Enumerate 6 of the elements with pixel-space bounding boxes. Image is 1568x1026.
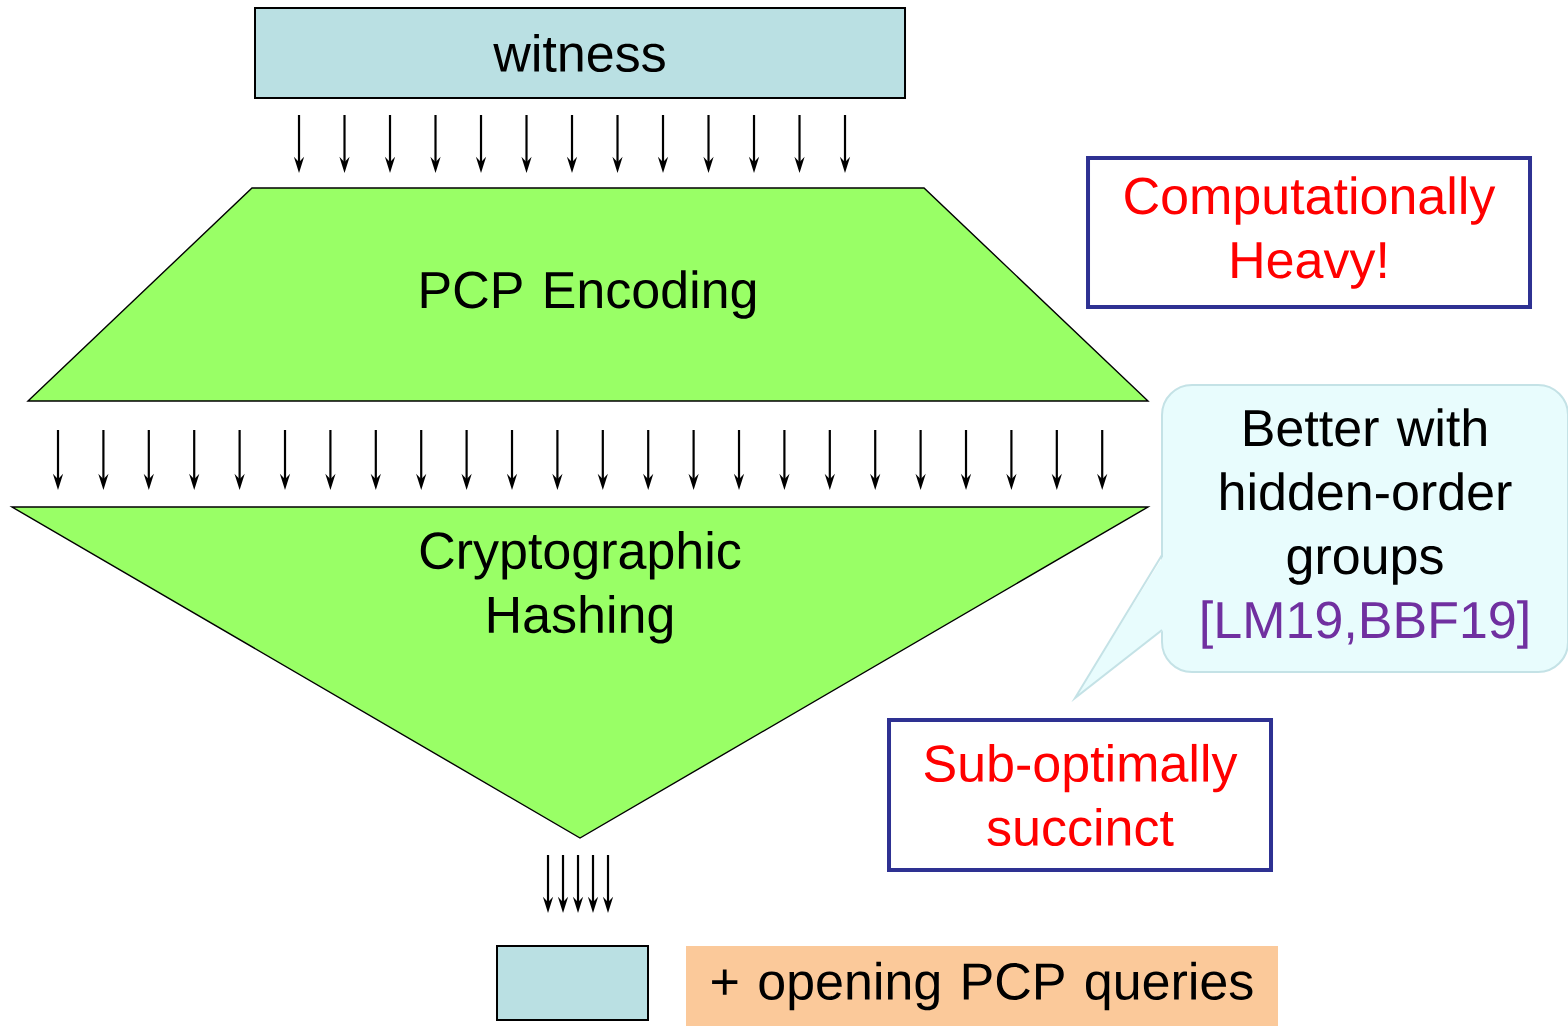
process-box [496, 945, 649, 1021]
speech-bubble: Better with hidden-order groups [LM19,BBF19] [1071, 384, 1568, 703]
note-box: + opening PCP queries [686, 946, 1278, 1026]
annotation-box: Computationally Heavy! [1086, 156, 1532, 309]
annotation-box: Sub-optimally succinct [887, 718, 1273, 872]
process-box: witness [254, 7, 906, 99]
